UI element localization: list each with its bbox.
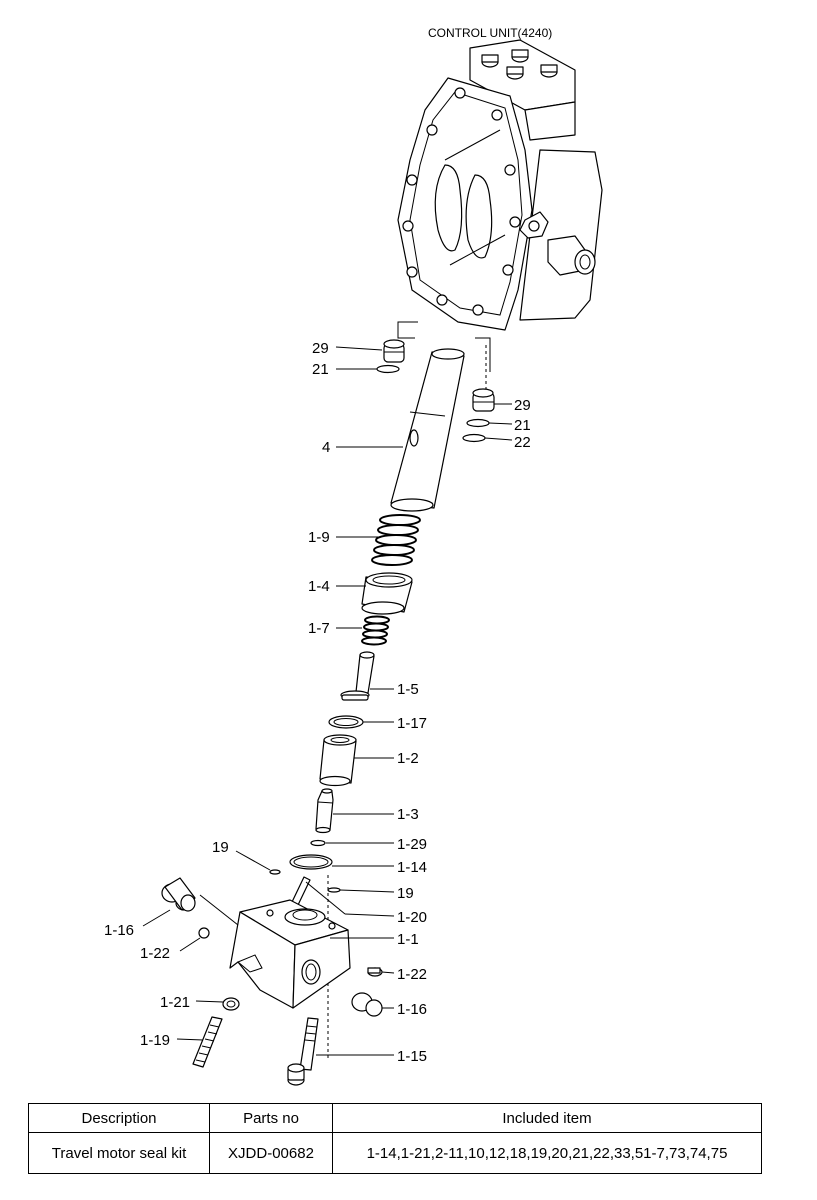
label-1-3: 1-3 xyxy=(397,806,419,823)
part-21-oring-right xyxy=(466,418,490,428)
part-1-19-screw xyxy=(192,1016,223,1068)
part-29-plug-right xyxy=(472,388,495,412)
label-1-16-left: 1-16 xyxy=(104,922,134,939)
label-1-2: 1-2 xyxy=(397,750,419,767)
diagram-title: CONTROL UNIT(4240) xyxy=(428,26,552,40)
label-1-17: 1-17 xyxy=(397,715,427,732)
label-1-15: 1-15 xyxy=(397,1048,427,1065)
seal-kit-table: Description Parts no Included item Trave… xyxy=(28,1103,762,1174)
header-description: Description xyxy=(28,1103,210,1133)
table-row: Travel motor seal kit XJDD-00682 1-14,1-… xyxy=(28,1132,762,1174)
part-labels: 29 21 29 21 22 4 1-9 1-4 1-7 1-5 1-17 1-… xyxy=(104,340,531,1065)
part-1-16-plug-right xyxy=(351,992,383,1017)
label-1-14: 1-14 xyxy=(397,859,427,876)
part-19-oring-left xyxy=(269,869,281,875)
part-1-20-pin xyxy=(291,876,311,906)
exploded-parts-diagram: CONTROL UNIT(4240) xyxy=(104,26,603,1086)
part-1-9-spring xyxy=(371,514,421,566)
label-29-left: 29 xyxy=(312,340,329,357)
part-1-4-retainer xyxy=(361,572,413,615)
part-22-oring-right xyxy=(462,433,486,443)
label-4: 4 xyxy=(322,439,330,456)
part-4-sleeve xyxy=(390,348,465,512)
label-21-right: 21 xyxy=(514,417,531,434)
part-1-14-oring xyxy=(289,854,333,870)
part-1-22-plug-left xyxy=(198,927,210,939)
label-22: 22 xyxy=(514,434,531,451)
part-21-oring-left xyxy=(376,364,400,374)
part-19-oring-right xyxy=(327,887,341,893)
label-1-22-right: 1-22 xyxy=(397,966,427,983)
label-19-right: 19 xyxy=(397,885,414,902)
header-parts-no: Parts no xyxy=(209,1103,333,1133)
part-29-plug-left xyxy=(383,339,405,363)
label-1-4: 1-4 xyxy=(308,578,330,595)
part-1-2-sleeve xyxy=(319,734,357,787)
header-included-item: Included item xyxy=(332,1103,762,1133)
part-1-22-plug-right xyxy=(367,967,383,977)
part-1-1-body xyxy=(229,899,351,1009)
label-21-left: 21 xyxy=(312,361,329,378)
label-19-left: 19 xyxy=(212,839,229,856)
part-1-29-oring xyxy=(310,839,326,847)
label-1-16-right: 1-16 xyxy=(397,1001,427,1018)
label-1-1: 1-1 xyxy=(397,931,419,948)
part-1-15-bolt xyxy=(287,1017,319,1086)
label-1-22-left: 1-22 xyxy=(140,945,170,962)
cell-parts-no: XJDD-00682 xyxy=(209,1132,333,1174)
leader-lines xyxy=(142,346,513,1056)
label-29-right: 29 xyxy=(514,397,531,414)
label-1-29: 1-29 xyxy=(397,836,427,853)
control-unit-housing xyxy=(397,39,603,372)
label-1-19: 1-19 xyxy=(140,1032,170,1049)
cell-description: Travel motor seal kit xyxy=(28,1132,210,1174)
part-1-16-plug-left xyxy=(161,877,196,912)
part-1-5-poppet xyxy=(340,651,375,701)
label-1-7: 1-7 xyxy=(308,620,330,637)
label-1-5: 1-5 xyxy=(397,681,419,698)
part-1-17-oring xyxy=(328,715,364,729)
table-header-row: Description Parts no Included item xyxy=(28,1103,762,1133)
part-1-3-piston xyxy=(315,788,334,834)
part-1-21-oring xyxy=(222,997,240,1011)
cell-included-item: 1-14,1-21,2-11,10,12,18,19,20,21,22,33,5… xyxy=(332,1132,762,1174)
label-1-21: 1-21 xyxy=(160,994,190,1011)
label-1-20: 1-20 xyxy=(397,909,427,926)
label-1-9: 1-9 xyxy=(308,529,330,546)
part-1-7-spring xyxy=(361,615,390,646)
